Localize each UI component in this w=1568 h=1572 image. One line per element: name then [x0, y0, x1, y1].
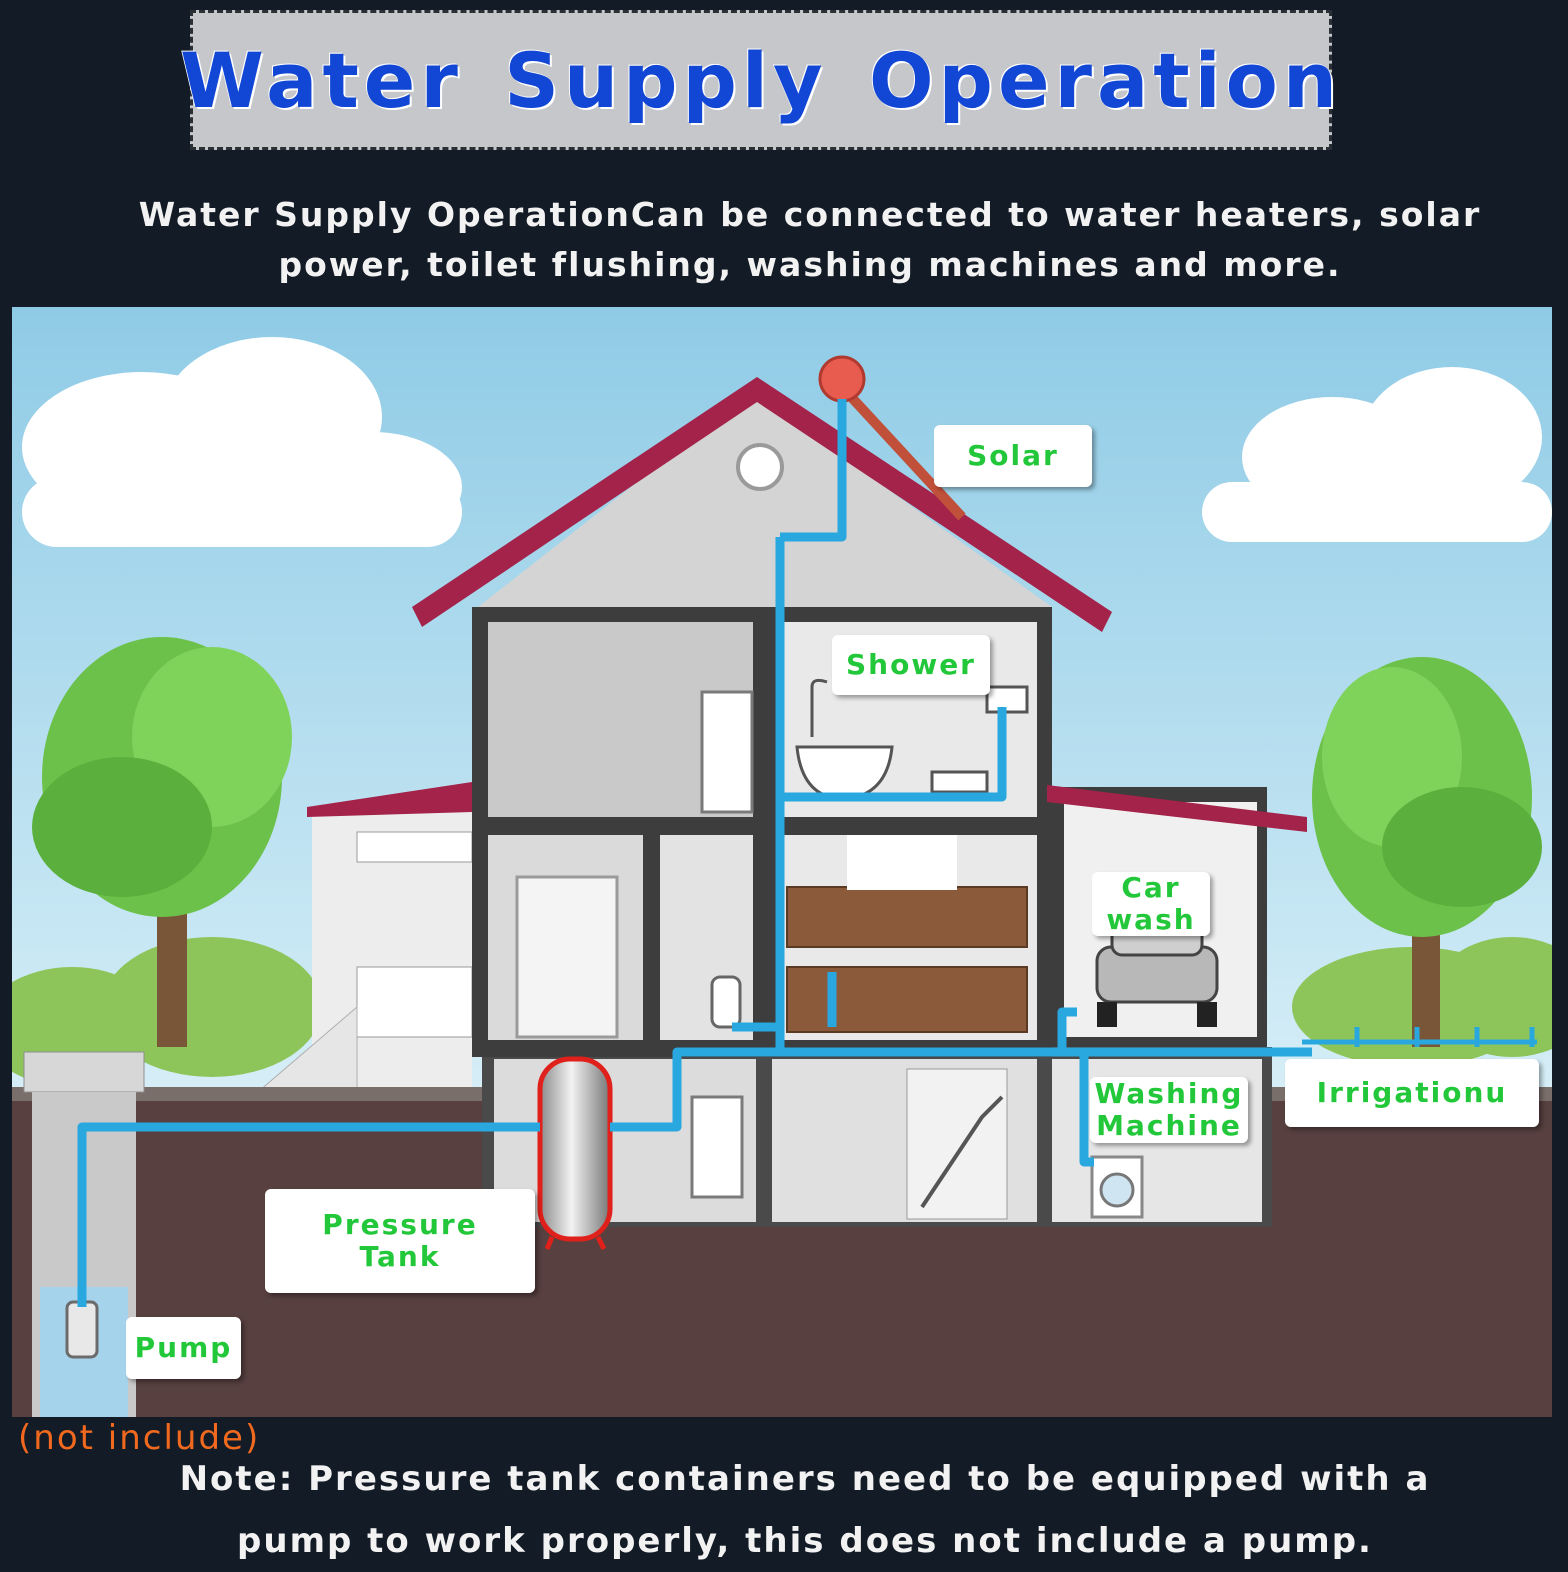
bottom-note: Note: Pressure tank containers need to b…: [179, 1459, 1431, 1561]
solar-tank: [818, 355, 866, 403]
irrigation-line: [1302, 1027, 1537, 1047]
irrigation-label: Irrigationu: [1285, 1059, 1539, 1127]
sink-icon: [930, 770, 989, 794]
attic: [478, 392, 1052, 607]
cloud-right: [1202, 367, 1552, 542]
tree-right: [1312, 657, 1542, 1047]
pressure-tank-label: Pressure Tank: [265, 1189, 535, 1293]
cloud-left: [22, 337, 462, 547]
pump-label: Pump: [126, 1317, 241, 1379]
subtitle: Water Supply OperationCan be connected t…: [138, 195, 1482, 284]
water-pipes: [77, 399, 1312, 1307]
kitchen-cabinets: [786, 886, 1028, 1033]
solar-label: Solar: [934, 425, 1092, 487]
side-annex: [250, 782, 473, 1098]
pressure-tank-icon: [537, 1056, 613, 1251]
solar-panel: [838, 383, 966, 521]
washing-machine-label: Washing Machine: [1090, 1077, 1248, 1143]
not-include-note: (not include): [18, 1418, 261, 1458]
page-title: Water Supply Operation: [180, 35, 1342, 125]
tree-left: [32, 637, 292, 1047]
house-illustration: [12, 307, 1552, 1417]
title-banner: Water Supply Operation: [180, 10, 1337, 150]
shower-label: Shower: [832, 635, 990, 695]
car-wash-label: Car wash: [1092, 872, 1210, 936]
toilet-icon: [710, 975, 742, 1029]
toilet-tank-icon: [985, 685, 1029, 714]
pump-device: [65, 1300, 99, 1359]
house-diagram: Solar Shower Car wash Washing Machine Ir…: [12, 307, 1552, 1417]
